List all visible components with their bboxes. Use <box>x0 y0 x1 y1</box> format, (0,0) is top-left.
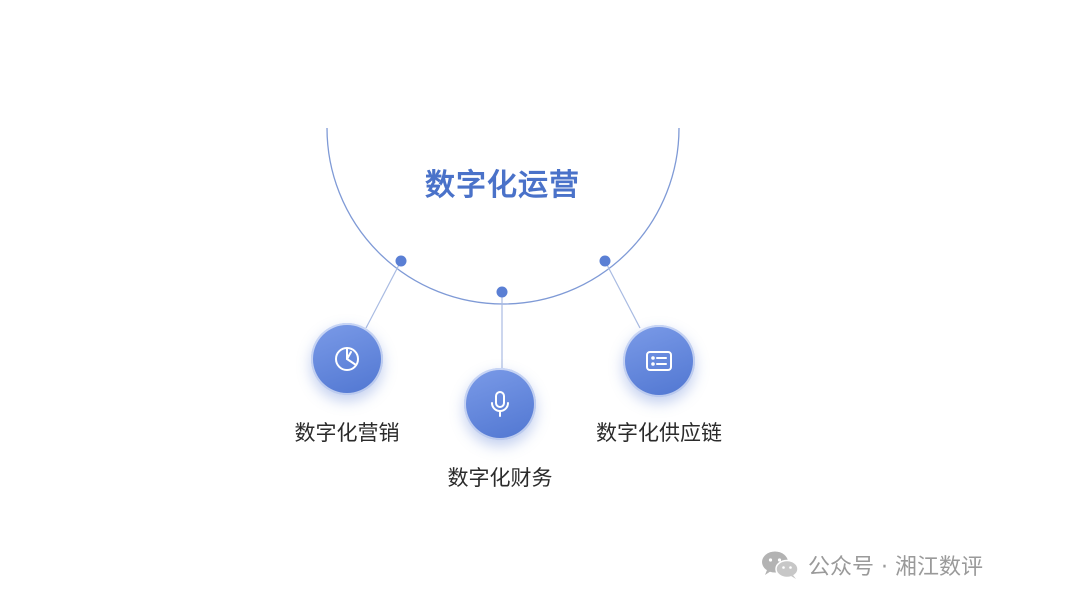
microphone-icon <box>485 389 515 419</box>
connector-line-marketing <box>365 260 402 329</box>
label-marketing: 数字化营销 <box>294 421 400 445</box>
connector-line-supply-chain <box>604 260 641 329</box>
list-icon <box>644 346 674 376</box>
node-finance <box>464 368 536 440</box>
node-marketing <box>311 323 383 395</box>
wechat-icon <box>760 549 808 581</box>
center-arc <box>326 127 680 305</box>
junction-dot-finance <box>496 286 508 298</box>
label-supply-chain: 数字化供应链 <box>596 421 722 445</box>
watermark-text: 公众号 · 湘江数评 <box>808 555 983 580</box>
junction-dot-supply-chain <box>599 255 611 267</box>
label-finance: 数字化财务 <box>447 466 553 490</box>
watermark: 公众号 · 湘江数评 <box>760 547 983 583</box>
junction-dot-marketing <box>395 255 407 267</box>
node-supply-chain <box>623 325 695 397</box>
pie-chart-icon <box>332 344 362 374</box>
center-title: 数字化运营 <box>425 168 580 203</box>
